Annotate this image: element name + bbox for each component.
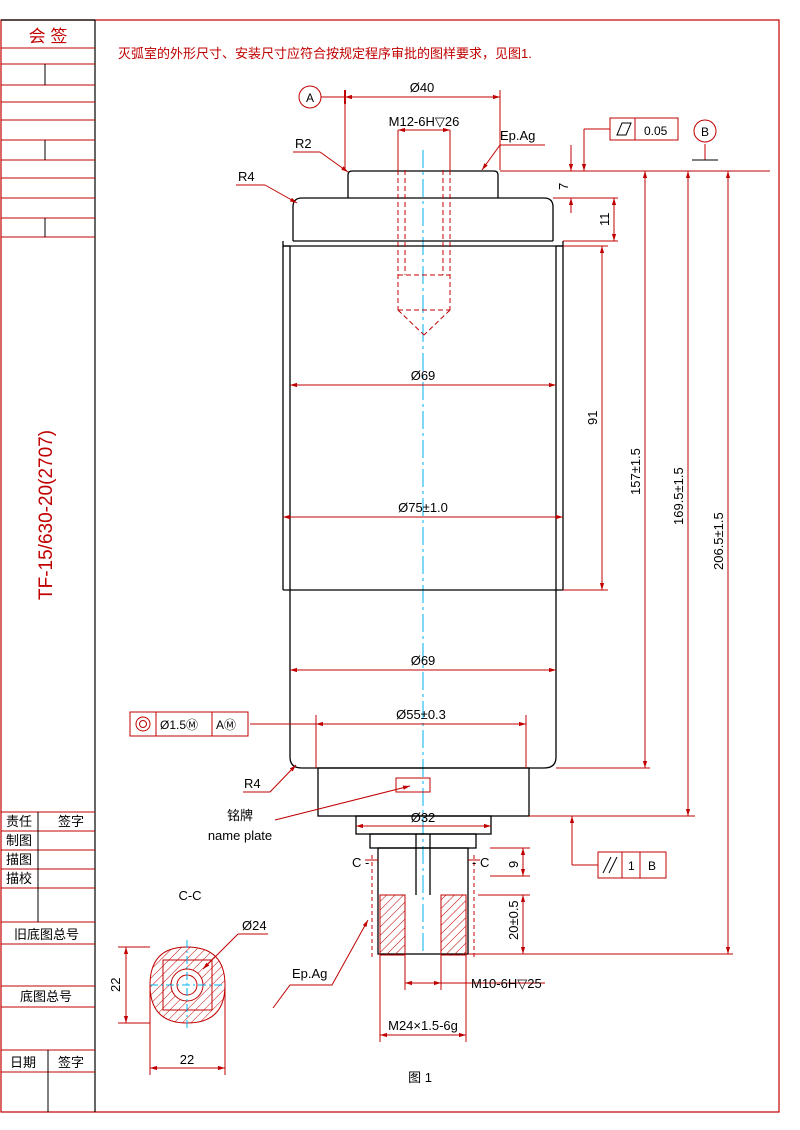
dim-d32: Ø32	[411, 810, 436, 825]
dim-thread-bottom-inner: M10-6H▽25	[471, 976, 542, 991]
note-text: 灭弧室的外形尺寸、安装尺寸应符合按规定程序审批的图样要求，见图1.	[118, 46, 532, 61]
dim-r2: R2	[295, 136, 312, 151]
sheet-frame	[0, 19, 780, 1113]
section-title: C-C	[178, 888, 201, 903]
section-mark-right: - C	[472, 855, 489, 870]
dim-d55: Ø55±0.3	[396, 707, 446, 722]
title-block	[1, 47, 95, 1112]
dimension-lines	[129, 85, 770, 1042]
drawn-label: 制图	[6, 833, 32, 848]
drawing-no-label: 底图总号	[20, 989, 72, 1004]
nameplate-cn: 铭牌	[227, 808, 253, 823]
tol-flatness: 0.05	[644, 124, 668, 138]
section-d24: Ø24	[242, 918, 267, 933]
datum-a-label: A	[306, 91, 314, 105]
title-block-text: 会 签 责任 签字 制图 描图 描校 旧底图总号 底图总号 日期 签字 TF-1…	[6, 27, 84, 1070]
traced-label: 描图	[6, 852, 32, 867]
dim-h7: 7	[556, 183, 571, 190]
dim-d69-bottom: Ø69	[411, 653, 436, 668]
dim-thread-bottom-outer: M24×1.5-6g	[388, 1018, 458, 1033]
dim-h20: 20±0.5	[506, 900, 521, 940]
tol-coaxiality: Ø1.5Ⓜ	[160, 718, 198, 732]
dim-h9: 9	[506, 861, 521, 868]
signature-label: 签字	[58, 1055, 84, 1070]
figure-caption: 图 1	[408, 1070, 432, 1085]
tol-parallelism: 1	[628, 859, 635, 873]
model-number: TF-15/630-20(2707)	[36, 430, 57, 600]
top-thread-hole	[397, 170, 451, 336]
dim-h157: 157±1.5	[628, 448, 643, 495]
dim-h206: 206.5±1.5	[711, 512, 726, 570]
dim-ep-ag-top: Ep.Ag	[500, 128, 535, 143]
interrupter-body	[282, 170, 564, 955]
bottom-thread-section	[371, 855, 475, 958]
dim-d75: Ø75±1.0	[398, 500, 448, 515]
section-mark-left: C -	[352, 855, 369, 870]
datum-b-label: B	[701, 125, 709, 139]
section-w22: 22	[180, 1052, 194, 1067]
date-label: 日期	[10, 1055, 36, 1070]
dim-r4-top: R4	[238, 169, 255, 184]
tol-parallelism-ref: B	[648, 859, 656, 873]
dim-h11: 11	[597, 213, 612, 227]
dim-h91: 91	[585, 411, 600, 425]
dim-thread-top: M12-6H▽26	[389, 114, 460, 129]
nameplate-en: name plate	[208, 828, 272, 843]
parallelism-symbol-icon	[602, 856, 618, 874]
tol-coaxiality-ref: AⓂ	[216, 718, 236, 732]
old-drawing-no-label: 旧底图总号	[14, 927, 79, 942]
checked-label: 描校	[6, 871, 32, 886]
dim-h169: 169.5±1.5	[671, 467, 686, 525]
countersign-label: 会 签	[29, 27, 68, 46]
flatness-symbol-icon	[616, 122, 632, 136]
responsible-sign-label: 签字	[58, 814, 84, 829]
dim-ep-ag-bottom: Ep.Ag	[292, 966, 327, 981]
section-cc	[118, 933, 268, 1075]
dim-r4-bottom: R4	[244, 776, 261, 791]
dim-d69-top: Ø69	[411, 368, 436, 383]
section-h22: 22	[108, 978, 123, 992]
dim-d40: Ø40	[410, 80, 435, 95]
responsible-label: 责任	[6, 814, 32, 829]
